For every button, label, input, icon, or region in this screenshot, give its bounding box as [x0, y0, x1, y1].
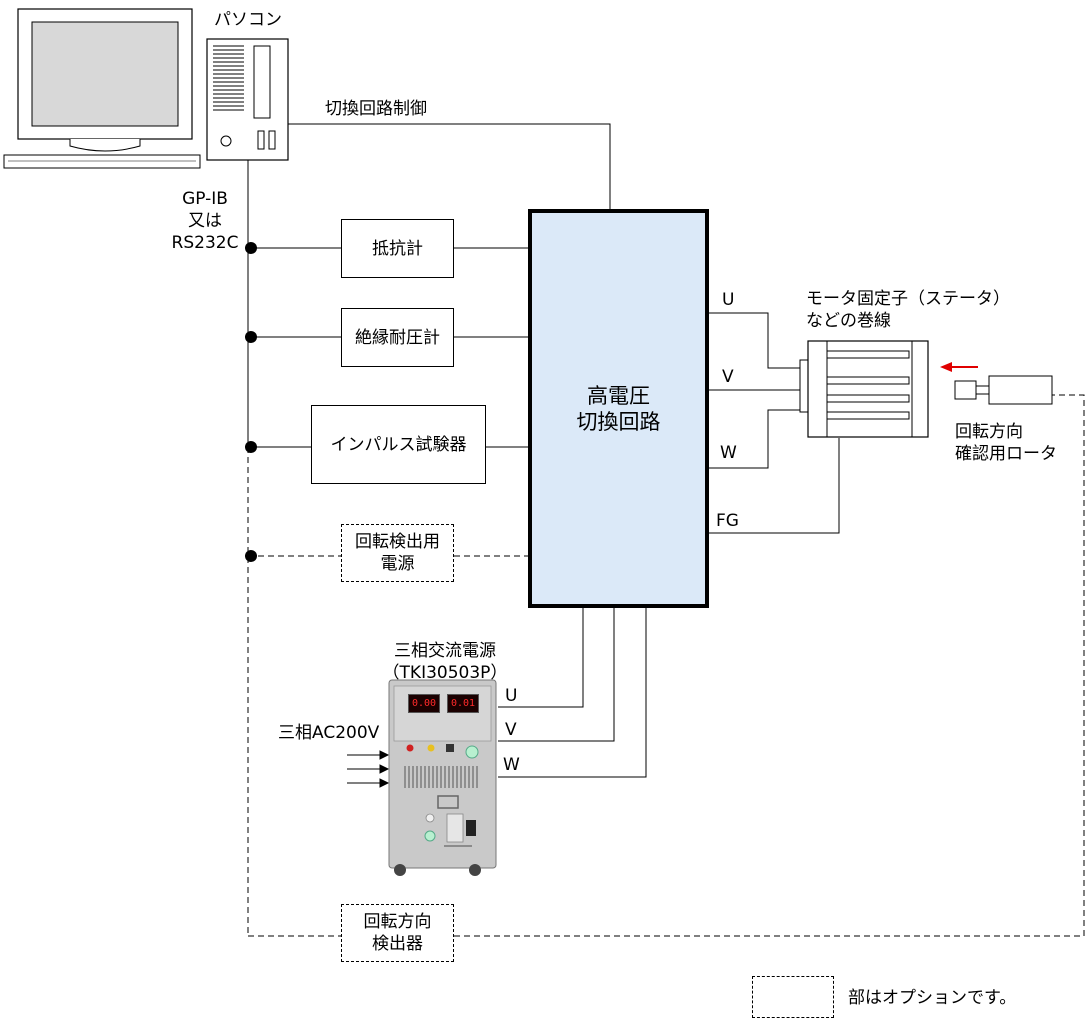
pc-label: パソコン	[214, 10, 282, 30]
switch-control-label: 切換回路制御	[325, 99, 427, 119]
monitor-icon	[3, 8, 201, 169]
pc-tower-icon	[206, 38, 289, 161]
high-voltage-switch-box: 高電圧 切換回路	[528, 209, 709, 608]
motor-stator-icon	[799, 340, 929, 438]
power-supply-display-right: 0.01	[447, 694, 479, 713]
interface-line-2: 又は	[188, 211, 222, 231]
rotation-power-line-2: 電源	[380, 554, 415, 574]
motor-terminal-w: W	[720, 443, 737, 463]
power-output-u: U	[505, 686, 518, 706]
rotor-label-line-1: 回転方向	[955, 422, 1023, 442]
insulation-tester-box: 絶縁耐圧計	[341, 308, 454, 367]
rotation-detector-box: 回転方向 検出器	[341, 904, 454, 962]
motor-title-line-2: などの巻線	[806, 311, 891, 331]
power-supply-title-line-1: 三相交流電源	[394, 641, 496, 661]
power-output-w: W	[503, 755, 520, 775]
switch-box-line-2: 切換回路	[576, 409, 661, 434]
power-supply-display-left: 0.00	[408, 694, 440, 713]
motor-title-line-1: モータ固定子（ステータ）	[806, 289, 1010, 309]
rotation-detector-line-2: 検出器	[372, 934, 423, 954]
interface-label: GP-IB 又は RS232C	[160, 188, 250, 254]
interface-line-1: GP-IB	[182, 189, 228, 209]
ac-input-label: 三相AC200V	[278, 723, 380, 743]
rotor-label: 回転方向 確認用ロータ	[955, 421, 1057, 465]
ac-input-arrows-icon	[347, 750, 390, 788]
resistance-meter-box: 抵抗計	[341, 219, 454, 278]
interface-line-3: RS232C	[171, 233, 239, 253]
power-supply-title: 三相交流電源 （TKI30503P）	[360, 640, 530, 684]
impulse-tester-label: インパルス試験器	[330, 434, 467, 455]
rotor-label-line-2: 確認用ロータ	[955, 444, 1057, 464]
motor-terminal-v: V	[722, 367, 734, 387]
motor-title: モータ固定子（ステータ） などの巻線	[806, 288, 1010, 332]
resistance-meter-label: 抵抗計	[372, 238, 423, 259]
motor-terminal-fg: FG	[716, 511, 739, 531]
legend-text: 部はオプションです。	[848, 988, 1017, 1008]
power-output-v: V	[505, 720, 517, 740]
power-supply-unit-icon	[388, 679, 497, 876]
motor-terminal-u: U	[722, 290, 735, 310]
rotation-power-box: 回転検出用 電源	[341, 524, 454, 582]
insulation-tester-label: 絶縁耐圧計	[355, 327, 440, 348]
rotation-detector-line-1: 回転方向	[363, 912, 432, 932]
rotor-icon	[954, 375, 1053, 405]
switch-box-line-1: 高電圧	[587, 383, 650, 408]
power-supply-title-line-2: （TKI30503P）	[382, 663, 508, 683]
rotation-arrow-icon	[940, 362, 978, 372]
rotation-power-line-1: 回転検出用	[355, 532, 440, 552]
legend-sample-box	[752, 976, 834, 1018]
impulse-tester-box: インパルス試験器	[311, 405, 486, 484]
